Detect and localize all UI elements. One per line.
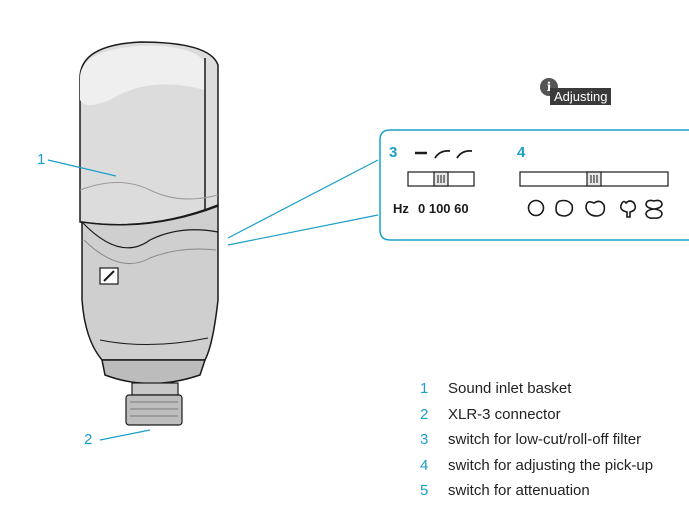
- legend-text: Sound inlet basket: [448, 380, 572, 397]
- legend-number: 1: [420, 380, 429, 397]
- legend-number: 3: [420, 431, 429, 448]
- callout-pattern-switch: 4: [517, 144, 526, 161]
- legend-list: 1 Sound inlet basket 2 XLR-3 connector 3 sw…: [420, 380, 689, 508]
- figure-eight-icon: [645, 199, 663, 219]
- super-cardioid-icon: [620, 200, 637, 218]
- low-cut-icon: [434, 149, 451, 159]
- filter-switch: [407, 149, 475, 187]
- badge-label: Adjusting: [550, 88, 612, 105]
- wide-cardioid-icon: [555, 199, 574, 217]
- leader-line-panel-bottom: [227, 214, 379, 246]
- pattern-switch: [519, 171, 669, 219]
- cardioid-icon: [585, 200, 606, 217]
- callout-filter-switch: 3: [389, 144, 398, 161]
- leader-line-panel-top: [227, 159, 379, 239]
- legend-number: 2: [420, 405, 429, 423]
- xlr-connector: [125, 382, 183, 426]
- brand-logo-icon: [99, 267, 119, 285]
- leader-line-1: [47, 159, 117, 177]
- legend-text: XLR-3 connector: [448, 405, 561, 423]
- legend-text: switch for attenuation: [448, 482, 590, 499]
- legend-text: switch for low-cut/roll-off filter: [448, 431, 642, 448]
- legend-item: 1 Sound inlet basket: [420, 380, 689, 406]
- sound-inlet-basket: [79, 41, 219, 226]
- callout-basket: 1: [37, 151, 46, 168]
- roll-off-icon: [456, 149, 473, 159]
- legend-item: 3 switch for low-cut/roll-off filter: [420, 431, 689, 457]
- legend-item: 4 switch for adjusting the pick-up: [420, 457, 689, 483]
- filter-unit-label: Hz: [393, 201, 409, 216]
- omni-pattern-icon: [527, 199, 545, 217]
- leader-line-2: [99, 429, 151, 441]
- microphone-body: [81, 204, 219, 385]
- legend-number: 5: [420, 482, 429, 499]
- legend-text: switch for adjusting the pick-up: [448, 456, 654, 474]
- legend-item: 5 switch for attenuation: [420, 482, 689, 508]
- legend-item: 2 XLR-3 connector: [420, 406, 689, 432]
- legend-number: 4: [420, 456, 429, 474]
- filter-values-label: 0 100 60: [418, 201, 469, 216]
- callout-connector: 2: [84, 431, 93, 448]
